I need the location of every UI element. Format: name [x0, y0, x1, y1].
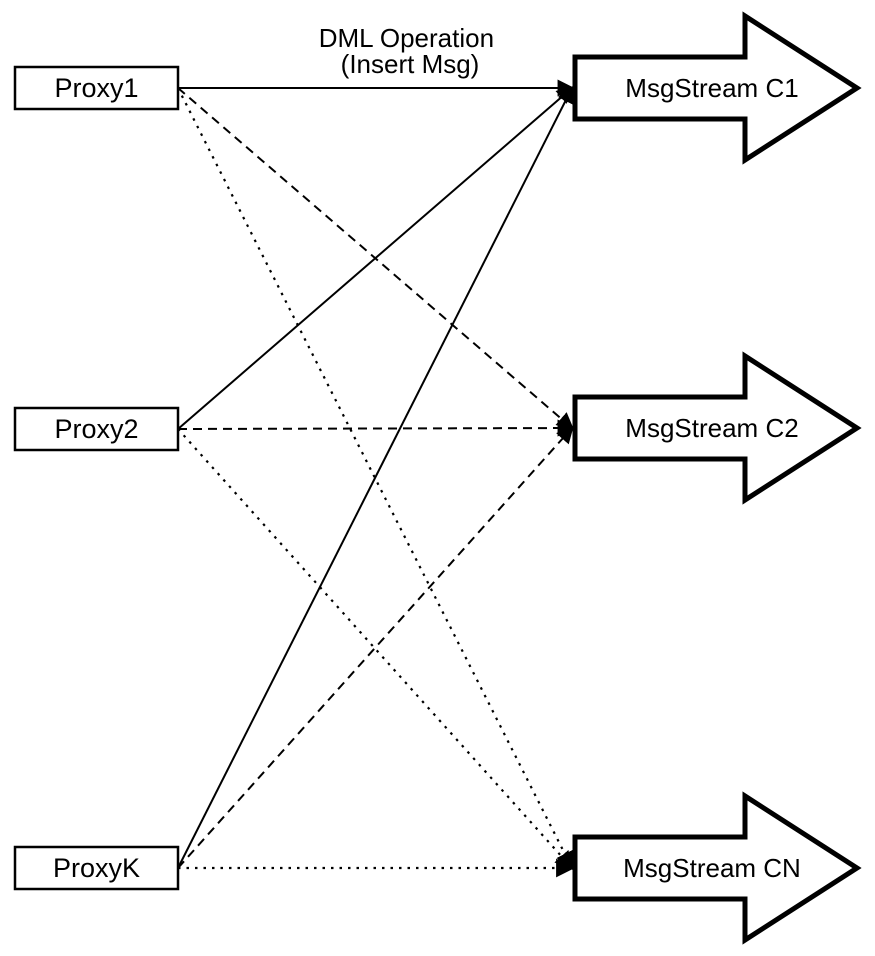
edge-proxyk-c2 — [177, 426, 574, 869]
edge-proxy2-c2 — [177, 419, 575, 437]
msgstream-c2-label: MsgStream C2 — [625, 413, 798, 443]
proxy2-node: Proxy2 — [13, 406, 180, 452]
msgstream-cn-node: MsgStream CN — [572, 791, 862, 945]
diagram-title: DML Operation (Insert Msg) — [319, 23, 502, 79]
msgstream-c2-node: MsgStream C2 — [572, 351, 862, 505]
proxyk-label: ProxyK — [53, 853, 140, 883]
proxy1-node: Proxy1 — [13, 65, 180, 111]
msgstream-c1-label: MsgStream C1 — [625, 73, 798, 103]
diagram-title-line1: DML Operation — [319, 23, 494, 53]
proxy1-label: Proxy1 — [54, 73, 138, 103]
msgstream-c1-arrow-shape — [572, 11, 862, 165]
proxy2-label: Proxy2 — [54, 414, 138, 444]
edge-proxy1-cn — [177, 87, 574, 871]
msgstream-c1-node: MsgStream C1 — [572, 11, 862, 165]
edges-layer — [177, 79, 575, 878]
msgstream-cn-label: MsgStream CN — [623, 853, 801, 883]
edge-proxy2-c1 — [177, 86, 574, 430]
edge-proxyk-c1 — [177, 85, 574, 869]
msgstream-cn-arrow-shape — [572, 791, 862, 945]
proxy1-box — [13, 65, 180, 111]
msgstream-c2-arrow-shape — [572, 351, 862, 505]
proxyk-box — [13, 845, 180, 891]
proxyk-node: ProxyK — [13, 845, 180, 891]
diagram-title-line2: (Insert Msg) — [341, 49, 480, 79]
proxy2-box — [13, 406, 180, 452]
